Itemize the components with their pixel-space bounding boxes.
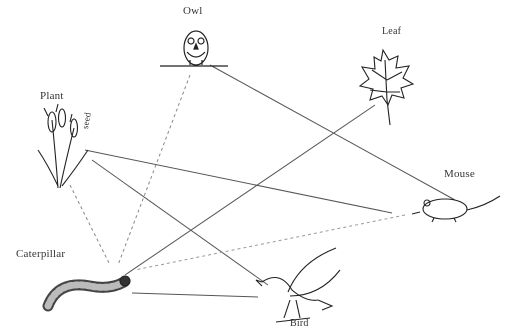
link-mouse-caterpillar: [135, 215, 405, 270]
plant-label: Plant: [40, 90, 64, 102]
link-owl-caterpillar: [118, 75, 190, 265]
leaf-label: Leaf: [382, 26, 401, 37]
mouse-icon: [412, 196, 500, 222]
owl-label: Owl: [183, 5, 203, 17]
link-plant-mouse: [85, 150, 392, 213]
caterpillar-label: Caterpillar: [16, 248, 65, 260]
leaf-icon: [360, 50, 413, 125]
caterpillar-icon: [48, 276, 130, 306]
plant-icon: [38, 104, 88, 188]
mouse-label: Mouse: [444, 168, 475, 180]
bird-label: Bird: [290, 318, 309, 329]
link-leaf-caterpillar: [125, 105, 375, 275]
link-plant-bird: [92, 160, 268, 285]
link-caterpillar-bird: [132, 293, 258, 297]
link-owl-mouse: [210, 65, 455, 200]
link-plant-caterpillar: [70, 185, 110, 265]
owl-icon: [160, 31, 228, 66]
bird-icon: [256, 248, 340, 322]
